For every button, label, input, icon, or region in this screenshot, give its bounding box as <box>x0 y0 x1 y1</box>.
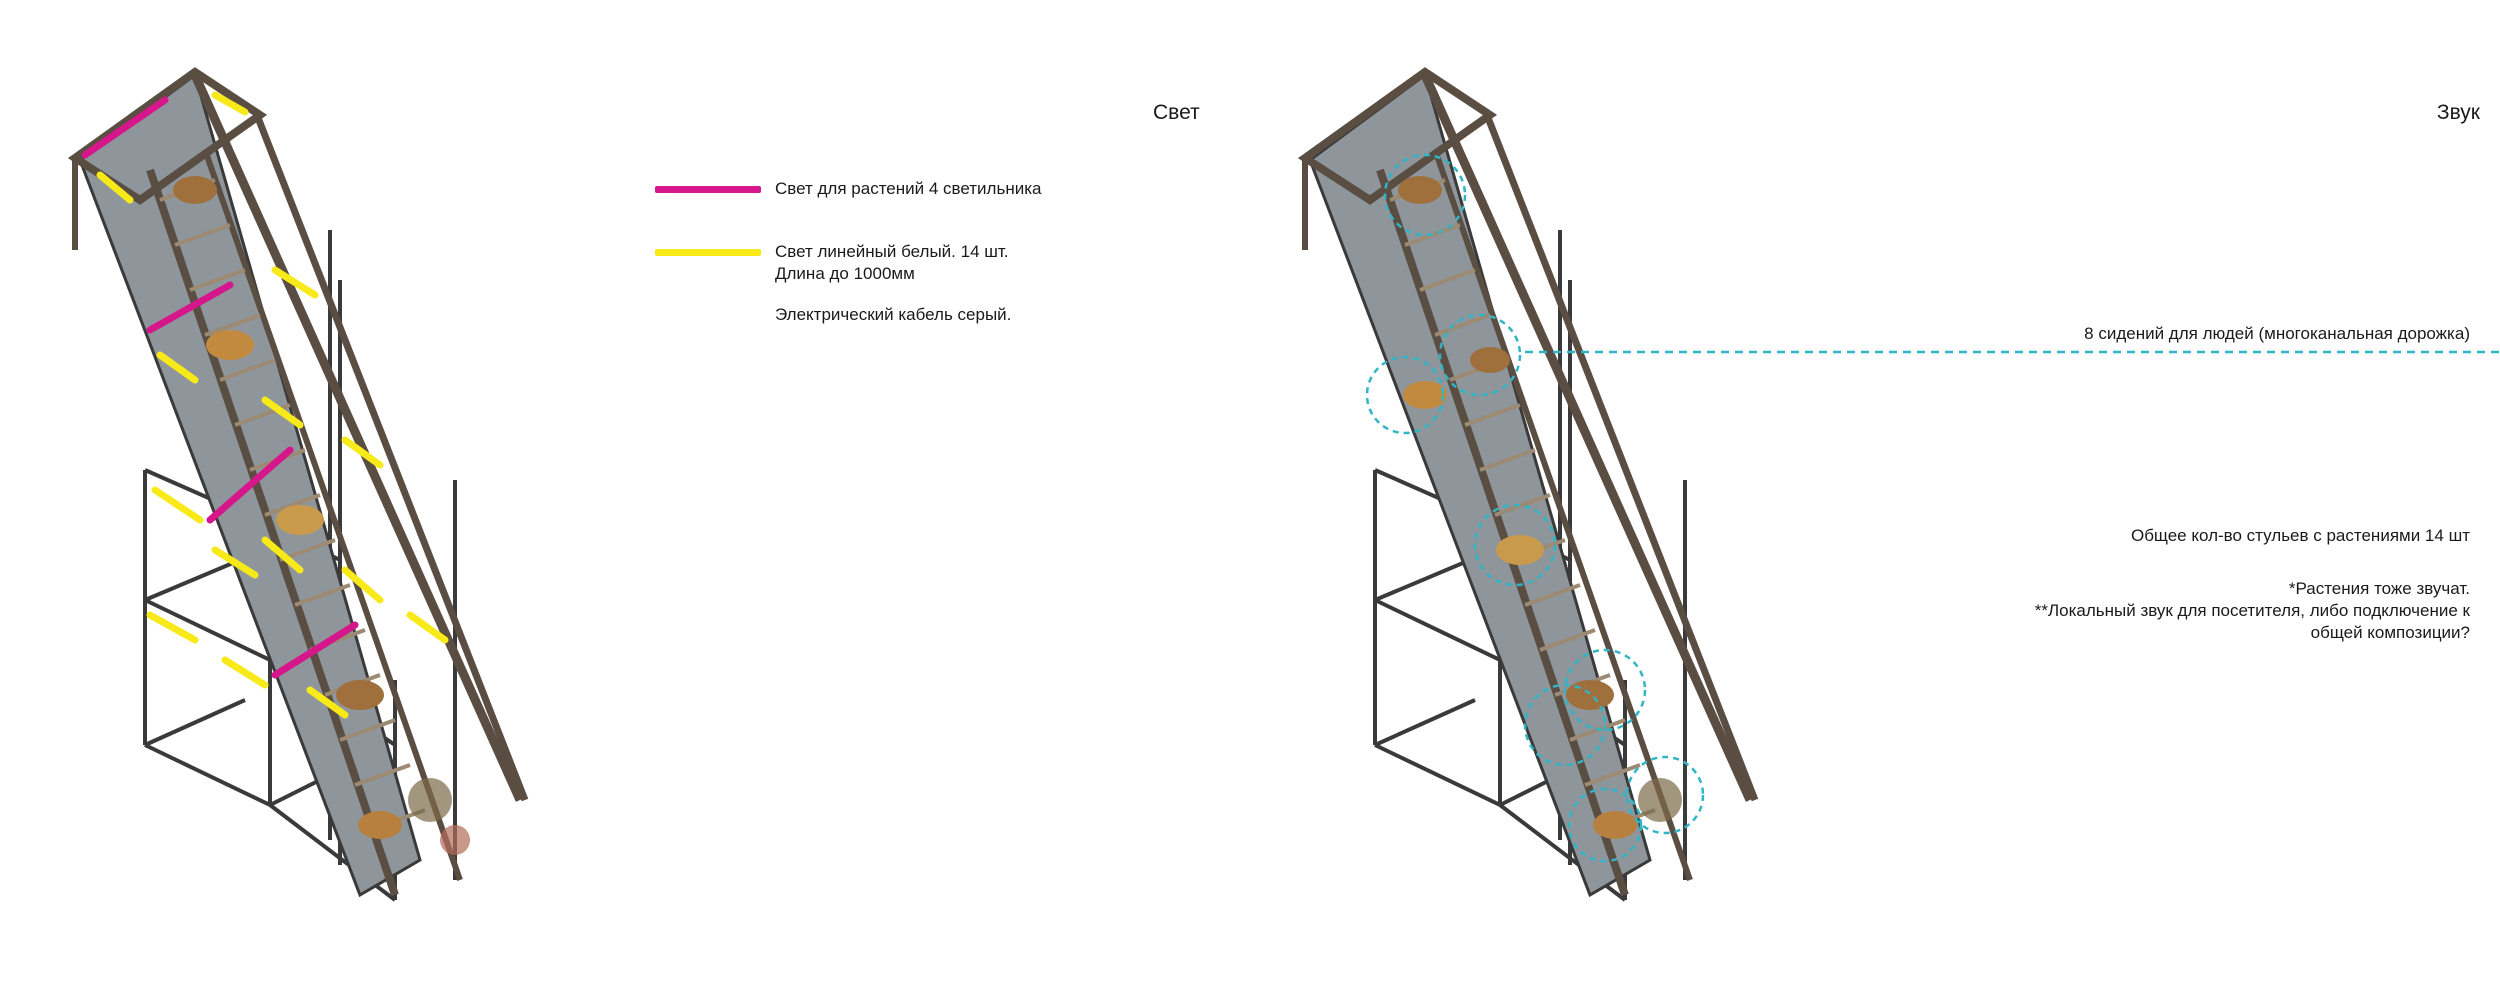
light-panel: Свет Свет для растений 4 светильника Све… <box>67 67 1200 902</box>
sound-structure-drawing <box>1297 67 2500 902</box>
tower-body <box>67 67 529 898</box>
chairs-with-plants <box>173 176 470 855</box>
sound-notes: *Растения тоже звучат. **Локальный звук … <box>2034 579 2470 642</box>
plant-light-swatch <box>655 186 761 193</box>
chairs-with-plants <box>1398 176 1682 839</box>
sound-panel-title: Звук <box>2436 101 2480 124</box>
cable-note: Электрический кабель серый. <box>775 305 1012 324</box>
linear-light-lines <box>96 91 449 719</box>
chairs-count-label: Общее кол-во стульев с растениями 14 шт <box>2130 526 2470 545</box>
seats-label: 8 сидений для людей (многоканальная доро… <box>2084 324 2470 343</box>
legend-plant-light: Свет для растений 4 светильника <box>655 178 1041 200</box>
light-structure-drawing <box>67 67 529 902</box>
light-panel-title: Свет <box>1153 101 1200 124</box>
legend-linear-light: Свет линейный белый. 14 шт. Длина до 100… <box>655 241 1009 285</box>
legend-linear-light-label: Свет линейный белый. 14 шт. Длина до 100… <box>775 242 1009 283</box>
linear-light-swatch <box>655 249 761 256</box>
legend-plant-light-label: Свет для растений 4 светильника <box>775 179 1042 198</box>
sound-panel: Звук 8 сидений для людей (многоканальная… <box>1250 0 2500 985</box>
plant-light-lines <box>81 96 359 679</box>
sound-markers <box>1365 153 2500 863</box>
tower-body <box>1297 67 1759 898</box>
